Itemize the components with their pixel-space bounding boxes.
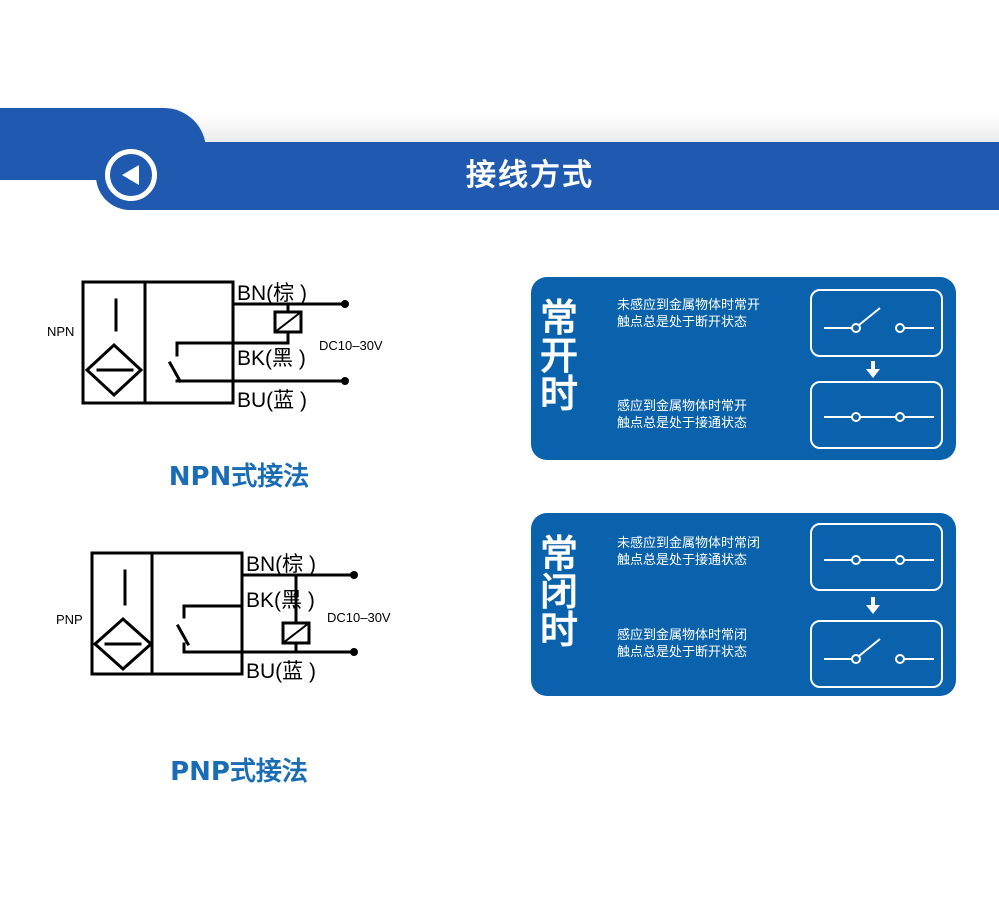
pnp-bk-label: BK(黑 ) (246, 589, 315, 612)
down-arrow-icon (866, 361, 880, 378)
switch-closed-icon (824, 412, 934, 422)
switch-closed-box (810, 381, 943, 449)
pnp-bu-label: BU(蓝 ) (246, 660, 316, 683)
normally-closed-top-desc: 未感应到金属物体时常闭 触点总是处于接通状态 (617, 536, 761, 568)
pnp-caption: PNP式接法 (170, 757, 308, 787)
pnp-label: PNP (56, 612, 83, 627)
switch-open-icon (824, 307, 934, 333)
npn-bk-label: BK(黑 ) (237, 347, 306, 370)
npn-wires (167, 302, 345, 384)
switch-open-box (810, 620, 943, 688)
normally-open-panel: 常 开 时 未感应到金属物体时常开 触点总是处于断开状态 感应到金属物体时常开 … (531, 277, 956, 460)
back-button[interactable] (105, 149, 157, 201)
switch-closed-icon (824, 555, 934, 565)
normally-open-title: 常 开 时 (539, 296, 578, 416)
pnp-voltage-label: DC10–30V (327, 610, 391, 625)
npn-label: NPN (47, 324, 74, 339)
pnp-sensor-body (90, 551, 244, 676)
npn-caption: NPN式接法 (168, 462, 310, 492)
switch-open-box (810, 289, 943, 357)
pnp-bn-label: BN(棕 ) (246, 553, 316, 576)
normally-open-bottom-desc: 感应到金属物体时常开 触点总是处于接通状态 (617, 399, 748, 431)
back-arrow-icon (122, 165, 139, 185)
normally-closed-bottom-desc: 感应到金属物体时常闭 触点总是处于断开状态 (617, 628, 748, 660)
normally-closed-title: 常 闭 时 (539, 532, 578, 652)
normally-closed-panel: 常 闭 时 未感应到金属物体时常闭 触点总是处于接通状态 感应到金属物体时常闭 … (531, 513, 956, 696)
npn-bn-label: BN(棕 ) (237, 282, 307, 305)
npn-voltage-label: DC10–30V (319, 338, 383, 353)
normally-open-top-desc: 未感应到金属物体时常开 触点总是处于断开状态 (617, 298, 761, 330)
switch-open-icon (824, 638, 934, 664)
down-arrow-icon (866, 597, 880, 614)
pnp-wires (175, 573, 354, 654)
switch-closed-box (810, 523, 943, 591)
npn-bu-label: BU(蓝 ) (237, 389, 307, 412)
page-title: 接线方式 (466, 158, 594, 193)
header-bar (96, 142, 999, 210)
